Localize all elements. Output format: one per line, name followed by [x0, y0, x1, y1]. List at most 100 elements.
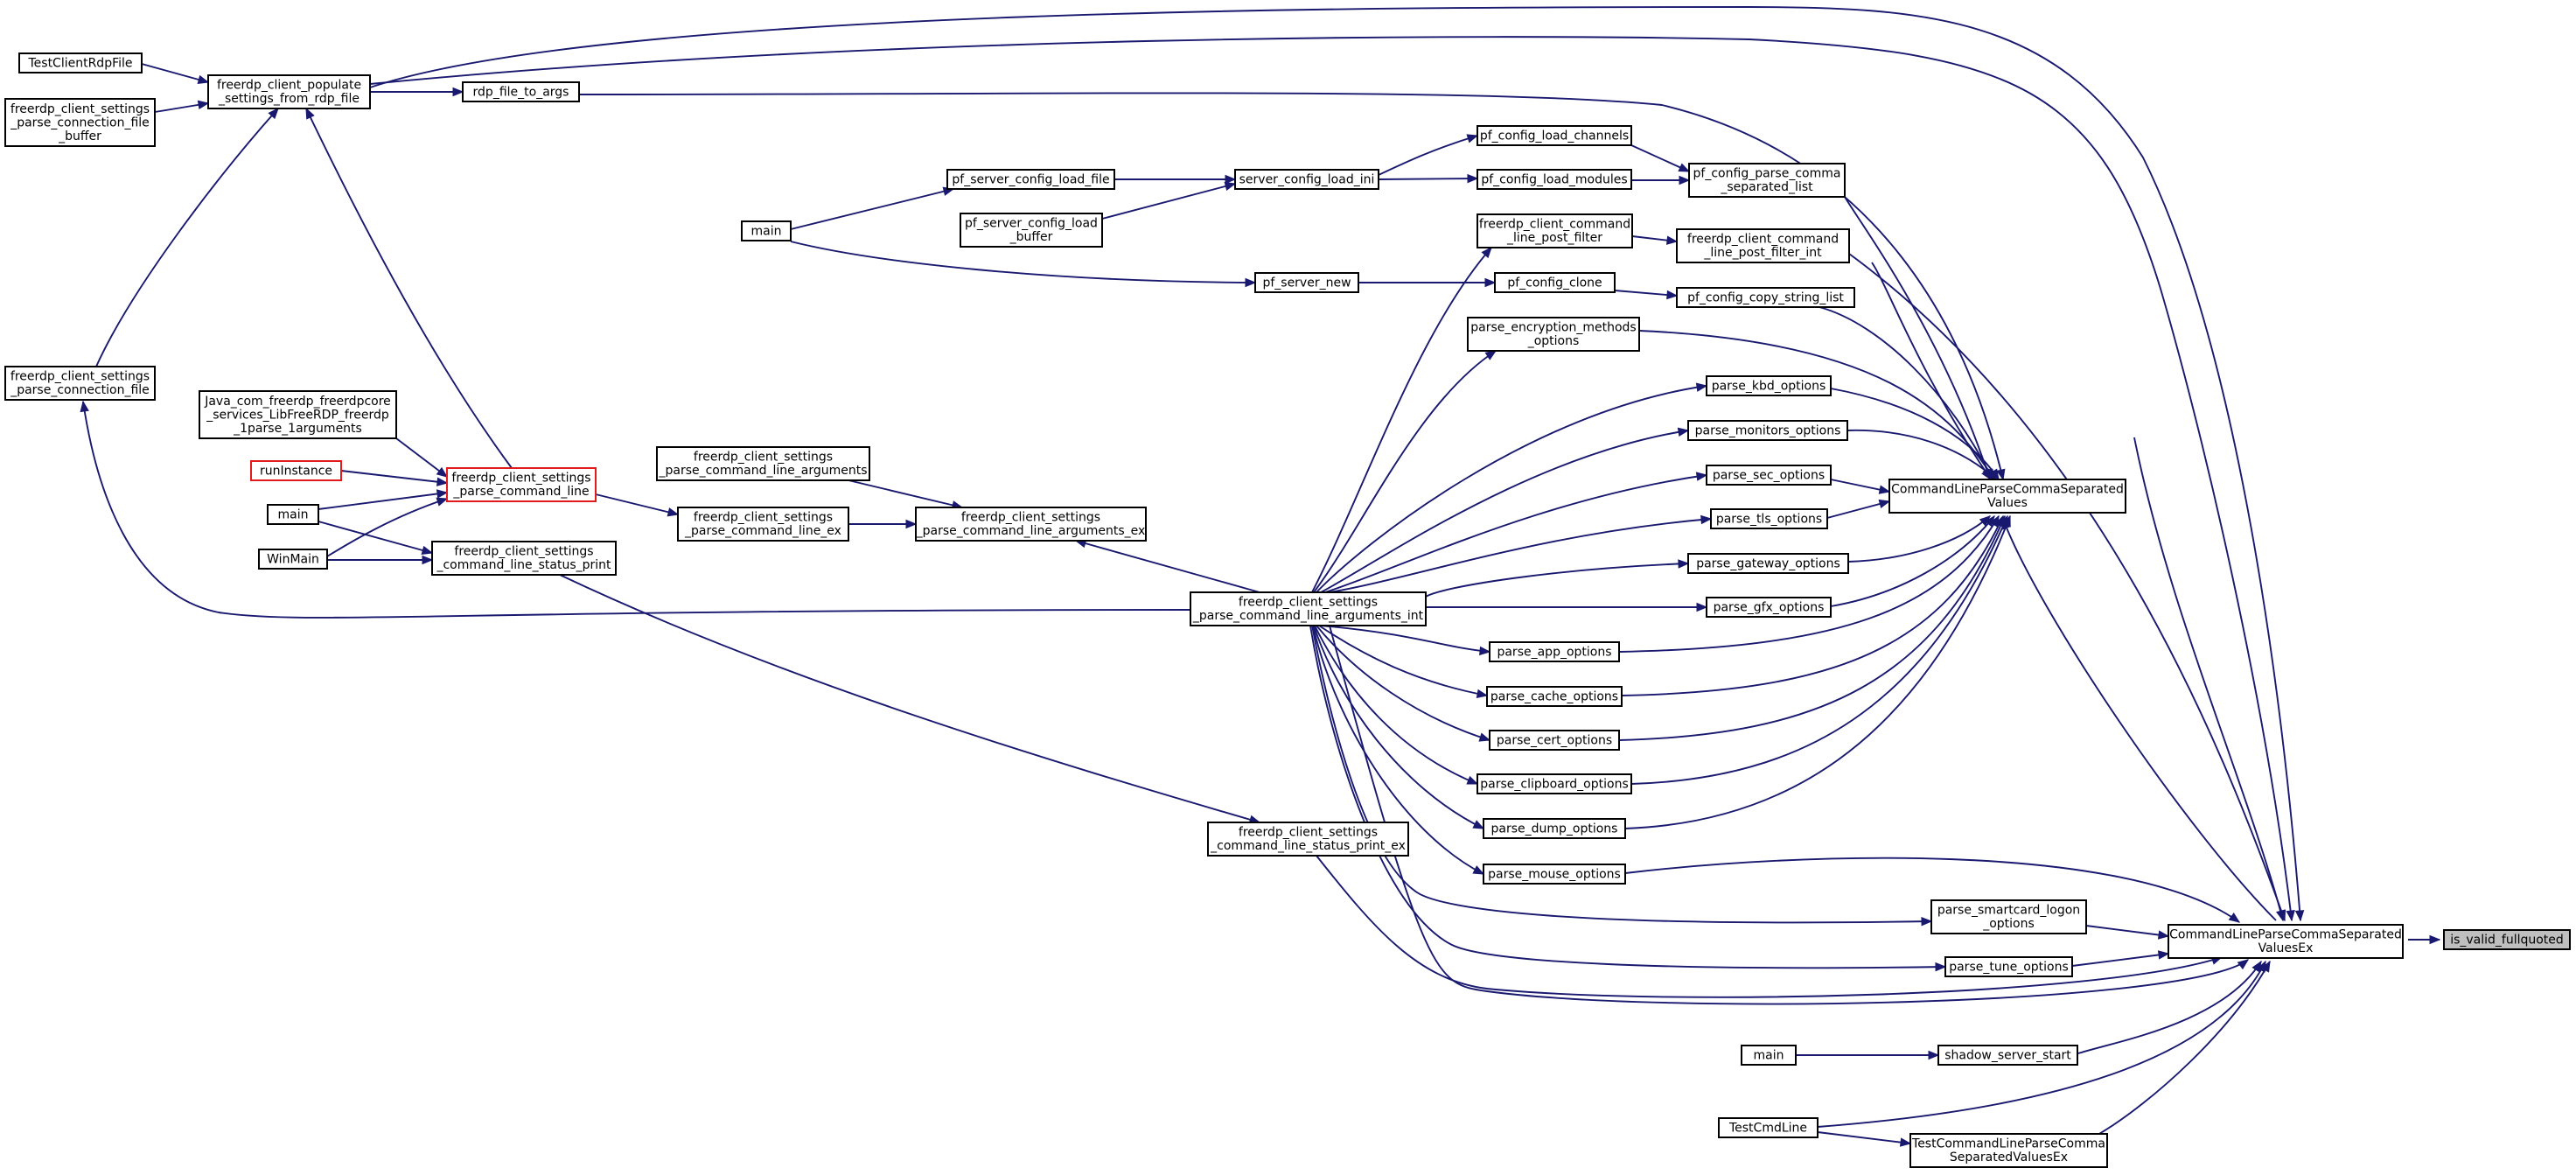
node-box: [656, 446, 870, 481]
arrowhead: [436, 466, 449, 478]
node-parse-app[interactable]: parse_app_options: [1489, 641, 1620, 662]
arrowhead: [905, 519, 918, 529]
node-label: parse_monitors_options: [1695, 423, 1841, 437]
node-parse-clipboard[interactable]: parse_clipboard_options: [1476, 773, 1632, 794]
node-main-pf[interactable]: main: [741, 220, 792, 241]
call-edge-clpcsv_ex-to-is_valid: [2408, 934, 2441, 945]
node-pf-load-modules[interactable]: pf_config_load_modules: [1476, 169, 1632, 190]
node-pf-server-new[interactable]: pf_server_new: [1254, 272, 1359, 293]
node-status-print-ex[interactable]: freerdp_client_settings_command_line_sta…: [1207, 822, 1409, 857]
node-parse-conn-file-buffer[interactable]: freerdp_client_settings_parse_connection…: [4, 98, 156, 147]
node-main-shadow[interactable]: main: [1741, 1045, 1797, 1066]
node-label: _parse_connection_file: [10, 383, 150, 397]
call-edge-cmd_post_filter_int-to-clpcsv: [1871, 262, 1992, 481]
arrowhead: [1678, 163, 1691, 172]
node-box: [18, 52, 143, 73]
node-status-print[interactable]: freerdp_client_settings_command_line_sta…: [431, 541, 617, 576]
call-edge-test_cmdline-to-clpcsv_ex: [1817, 960, 2266, 1128]
arrowhead: [1935, 962, 1947, 972]
node-test-clpcsv-ex[interactable]: TestCommandLineParseCommaSeparatedValues…: [1909, 1133, 2108, 1168]
node-parse-sec[interactable]: parse_sec_options: [1706, 465, 1832, 486]
node-box: [1676, 228, 1850, 263]
node-label: parse_cache_options: [1490, 689, 1618, 703]
node-label: _services_LibFreeRDP_freerdp: [206, 408, 389, 422]
node-winmain[interactable]: WinMain: [258, 549, 328, 570]
node-box: [1937, 1045, 2078, 1066]
node-test-cmdline[interactable]: TestCmdLine: [1718, 1117, 1819, 1138]
nodes: is_valid_fullquoted CommandLineParseComma…: [4, 52, 2571, 1168]
node-pf-copy-string-list[interactable]: pf_config_copy_string_list: [1676, 287, 1855, 308]
arrowhead: [1478, 732, 1491, 742]
arrowhead: [1476, 689, 1489, 699]
node-args-ex[interactable]: freerdp_client_settings_parse_command_li…: [915, 507, 1147, 542]
node-parse-kbd[interactable]: parse_kbd_options: [1706, 375, 1832, 396]
arrowhead: [1472, 820, 1485, 829]
node-args-int[interactable]: freerdp_client_settings_parse_command_li…: [1190, 591, 1427, 626]
call-edge-args_int-to-parse_encryption: [1313, 350, 1497, 593]
call-edge-args_int-to-parse_cert: [1316, 625, 1491, 742]
node-shadow-start[interactable]: shadow_server_start: [1937, 1045, 2078, 1066]
node-parse-encryption[interactable]: parse_encryption_methods_options: [1467, 317, 1640, 352]
node-parse-mouse[interactable]: parse_mouse_options: [1483, 864, 1626, 885]
call-edge-args-to-args_ex: [848, 479, 964, 510]
node-parse-gateway[interactable]: parse_gateway_options: [1687, 553, 1849, 574]
node-parse-monitors[interactable]: parse_monitors_options: [1687, 420, 1848, 441]
node-box: [1476, 213, 1633, 248]
node-box: [1710, 508, 1828, 529]
node-is-valid[interactable]: is_valid_fullquoted: [2443, 929, 2571, 950]
node-cmdline-ex[interactable]: freerdp_client_settings_parse_command_li…: [677, 507, 849, 542]
node-box: [1676, 287, 1855, 308]
node-java[interactable]: Java_com_freerdp_freerdpcore_services_Li…: [199, 390, 397, 439]
call-edge-pf_load_channels-to-pf_parse_csl: [1630, 144, 1691, 172]
call-edge-parse_monitors-to-clpcsv: [1846, 429, 1997, 480]
node-box: [1476, 125, 1632, 146]
node-parse-tune[interactable]: parse_tune_options: [1944, 956, 2073, 977]
node-rdp-file-to-args[interactable]: rdp_file_to_args: [462, 81, 580, 102]
node-populate-rdp[interactable]: freerdp_client_populate_settings_from_rd…: [207, 74, 371, 109]
node-args[interactable]: freerdp_client_settings_parse_command_li…: [656, 446, 870, 481]
node-box: [199, 390, 397, 439]
node-parse-smartcard[interactable]: parse_smartcard_logon_options: [1930, 899, 2087, 934]
call-edge-status_print-to-status_print_ex: [559, 574, 1261, 824]
call-edge-args_int-to-parse_gfx: [1426, 602, 1708, 612]
node-cmd-post-filter-int[interactable]: freerdp_client_command_line_post_filter_…: [1676, 228, 1850, 263]
arrowhead: [305, 107, 315, 120]
node-parse-cert[interactable]: parse_cert_options: [1489, 730, 1620, 751]
arrowhead: [2286, 909, 2295, 922]
node-label: main: [751, 224, 782, 238]
call-edge-parse_conn_file-to-args_int: [80, 400, 1191, 619]
node-pf-parse-csl[interactable]: pf_config_parse_comma_separated_list: [1688, 163, 1846, 198]
node-parse-dump[interactable]: parse_dump_options: [1483, 818, 1626, 839]
node-pf-server-config-load-buffer[interactable]: pf_server_config_load_buffer: [960, 213, 1103, 248]
node-server-config-load-ini[interactable]: server_config_load_ini: [1234, 169, 1379, 190]
call-edge-parse_cert-to-clpcsv: [1618, 514, 2006, 741]
node-pf-config-clone[interactable]: pf_config_clone: [1494, 272, 1616, 293]
node-cmdline[interactable]: freerdp_client_settings_parse_command_li…: [446, 467, 597, 502]
node-run-instance[interactable]: runInstance: [250, 460, 342, 481]
node-label: rdp_file_to_args: [473, 85, 569, 99]
node-label: shadow_server_start: [1944, 1048, 2071, 1062]
arrowhead: [1679, 175, 1691, 185]
node-label: freerdp_client_settings: [10, 102, 150, 116]
node-parse-tls[interactable]: parse_tls_options: [1710, 508, 1828, 529]
arrowhead: [268, 108, 279, 120]
node-parse-cache[interactable]: parse_cache_options: [1486, 686, 1623, 707]
node-pf-server-config-load-file[interactable]: pf_server_config_load_file: [946, 169, 1115, 190]
node-pf-load-channels[interactable]: pf_config_load_channels: [1476, 125, 1632, 146]
call-edge-args_int-to-parse_clipboard: [1314, 625, 1479, 785]
node-label: CommandLineParseCommaSeparated: [1891, 483, 2124, 497]
call-edge-parse_conn_file-to-populate_rdp: [95, 108, 279, 367]
node-box: [431, 541, 617, 576]
arrowhead: [436, 489, 449, 499]
node-parse-conn-file[interactable]: freerdp_client_settings_parse_connection…: [4, 366, 156, 401]
node-test-client-rdp[interactable]: TestClientRdpFile: [18, 52, 143, 73]
node-main-client[interactable]: main: [267, 504, 319, 525]
node-parse-gfx[interactable]: parse_gfx_options: [1706, 597, 1832, 618]
node-box: [4, 366, 156, 401]
node-box: [1483, 818, 1626, 839]
node-label: freerdp_client_settings: [694, 451, 833, 465]
node-cmd-post-filter[interactable]: freerdp_client_command_line_post_filter: [1476, 213, 1633, 248]
